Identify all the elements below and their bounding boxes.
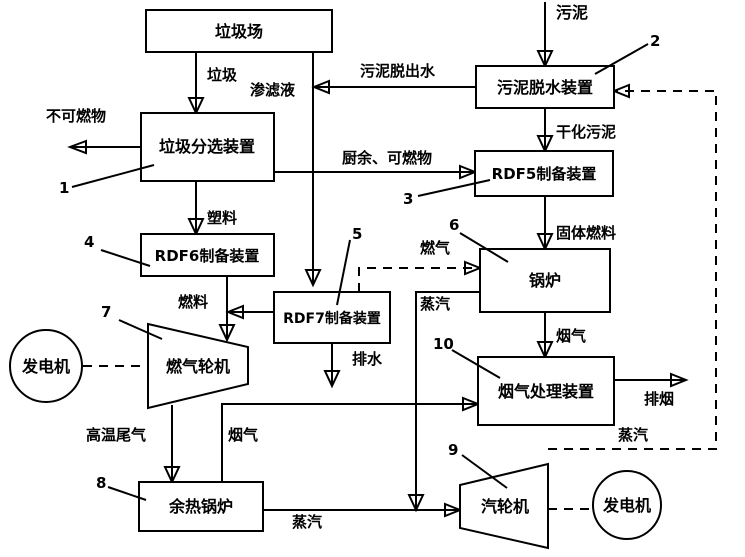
arrowhead [311, 79, 330, 95]
label-plastic: 塑料 [207, 209, 237, 227]
arrowhead [536, 341, 554, 360]
arrowhead [459, 164, 478, 180]
sludge-dewater-label: 污泥脱水装置 [497, 78, 593, 97]
arrowhead [218, 324, 236, 343]
leader-7 [118, 319, 163, 340]
gas-turbine-shape [147, 322, 249, 410]
callout-3: 3 [403, 190, 413, 208]
callout-6: 6 [449, 216, 459, 234]
callout-2: 2 [650, 32, 660, 50]
label-flue-gas-boiler: 烟气 [556, 327, 586, 345]
arrowhead [304, 269, 322, 288]
edge-whb-flue [221, 403, 478, 482]
arrowhead [444, 502, 463, 518]
arrowhead [670, 372, 689, 388]
arrowhead [611, 83, 630, 99]
steam-turbine-label: 汽轮机 [481, 497, 529, 516]
label-kitchen-combustible: 厨余、可燃物 [342, 149, 432, 167]
label-hot-exhaust: 高温尾气 [86, 426, 146, 444]
generator-left-circle [9, 329, 83, 403]
generator-right-circle [592, 470, 662, 540]
label-leachate: 渗滤液 [250, 81, 296, 99]
sludge-dewater-box [475, 65, 615, 109]
arrowhead [536, 50, 554, 69]
arrowhead [323, 370, 341, 389]
callout-leaders [71, 43, 649, 501]
leader-10 [451, 349, 501, 379]
leader-9 [461, 454, 508, 489]
leader-4 [100, 249, 151, 267]
sorting-box [140, 112, 275, 182]
label-steam-boiler: 蒸汽 [420, 295, 450, 313]
label-steam-bottom: 蒸汽 [292, 513, 322, 531]
edge-boiler-steam [415, 291, 480, 510]
gas-turbine-label: 燃气轮机 [166, 357, 230, 376]
edge-gas-to-boiler [358, 267, 480, 292]
callout-7: 7 [101, 303, 111, 321]
label-non-combustible: 不可燃物 [46, 107, 106, 125]
label-drainage: 排水 [352, 350, 383, 368]
label-flue-gas-whb: 烟气 [228, 426, 258, 444]
rdf7-box [273, 291, 391, 344]
callout-9: 9 [448, 441, 458, 459]
waste-heat-boiler-label: 余热锅炉 [168, 497, 233, 516]
leader-6 [459, 232, 509, 263]
leader-8 [107, 486, 147, 501]
label-solid-fuel: 固体燃料 [556, 224, 616, 242]
arrowhead [464, 260, 483, 276]
callout-5: 5 [352, 225, 362, 243]
callout-4: 4 [84, 233, 94, 251]
arrowhead [187, 218, 205, 237]
label-garbage: 垃圾 [207, 66, 238, 84]
rdf6-box [140, 233, 275, 277]
callout-8: 8 [96, 474, 106, 492]
leader-3 [417, 179, 491, 197]
leader-1 [71, 164, 155, 188]
boiler-box [479, 248, 611, 313]
label-sludge: 污泥 [556, 3, 588, 22]
arrowhead [225, 304, 244, 320]
arrowhead [67, 139, 87, 155]
label-fuel: 燃料 [178, 293, 208, 311]
connectors [67, 2, 717, 518]
rdf7-label: RDF7制备装置 [283, 310, 381, 327]
leader-5 [336, 239, 351, 306]
boiler-label: 锅炉 [529, 271, 561, 290]
arrowhead [187, 97, 205, 116]
label-sludge-water: 污泥脱出水 [360, 62, 436, 80]
arrowhead [163, 466, 181, 485]
flue-treatment-box [477, 356, 615, 426]
generator-left-label: 发电机 [21, 357, 70, 376]
arrowhead [536, 135, 554, 154]
waste-heat-boiler-box [138, 481, 264, 532]
label-exhaust-smoke: 排烟 [644, 390, 674, 408]
landfill-box [145, 9, 333, 53]
sorting-label: 垃圾分选装置 [159, 137, 255, 156]
landfill-label: 垃圾场 [215, 22, 263, 41]
generator-right-label: 发电机 [602, 496, 651, 515]
label-dried-sludge: 干化污泥 [556, 123, 616, 141]
callout-1: 1 [59, 179, 69, 197]
rdf6-label: RDF6制备装置 [155, 247, 260, 265]
flue-treatment-label: 烟气处理装置 [498, 382, 594, 401]
leader-2 [594, 43, 649, 75]
steam-turbine-shape [459, 462, 549, 550]
edge-steam-return [548, 90, 717, 450]
arrowhead [407, 494, 425, 513]
rdf5-label: RDF5制备装置 [492, 165, 597, 183]
label-gas: 燃气 [420, 239, 450, 257]
rdf5-box [474, 150, 614, 197]
callout-10: 10 [433, 335, 454, 353]
arrowhead [536, 233, 554, 252]
label-steam-right: 蒸汽 [618, 426, 648, 444]
arrowhead [462, 396, 481, 412]
